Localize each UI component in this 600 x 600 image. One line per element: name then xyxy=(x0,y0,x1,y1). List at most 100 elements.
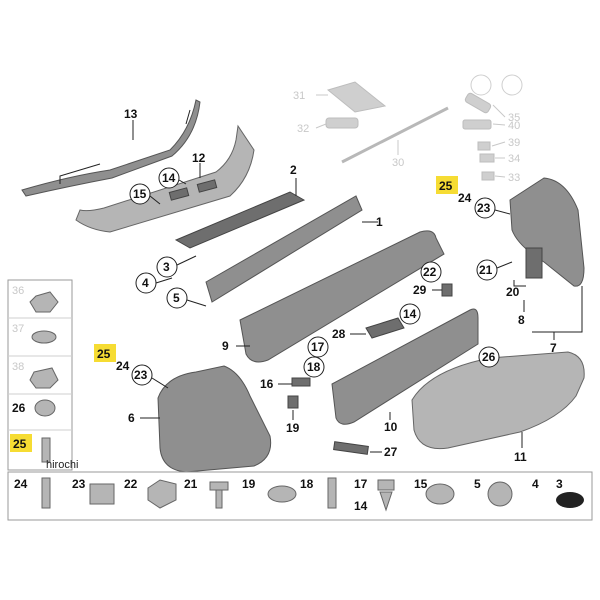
bottom-washer-19 xyxy=(267,485,297,503)
label-12: 12 xyxy=(192,151,206,165)
part-13-rail xyxy=(21,99,201,197)
bottom-clip-23 xyxy=(89,483,115,505)
callout-26-mid xyxy=(478,346,500,368)
label-24-right: 24 xyxy=(458,191,472,205)
part-33-clip xyxy=(481,171,495,181)
label-40: 40 xyxy=(508,120,520,132)
callout-17 xyxy=(307,336,329,358)
label-32: 32 xyxy=(297,123,309,135)
callout-3 xyxy=(156,256,178,278)
part-20-panel xyxy=(525,247,543,279)
faded-parts-group: 31 32 30 35 40 39 34 33 xyxy=(293,74,523,184)
left-column-frame xyxy=(7,279,73,471)
part-11-group: 26 11 xyxy=(411,346,585,464)
label-23-left: 23 xyxy=(134,368,148,382)
bottom-19: 19 xyxy=(242,477,256,491)
label-19: 19 xyxy=(286,421,300,435)
legend-clip-26 xyxy=(34,399,56,417)
bottom-screw-24 xyxy=(41,477,51,509)
part-29-clip xyxy=(441,283,453,297)
legend-screw-25 xyxy=(41,437,51,463)
part-10-group: 10 xyxy=(331,308,479,434)
bottom-24: 24 xyxy=(14,477,28,491)
bottom-14: 14 xyxy=(354,499,368,513)
part-27-group: 27 xyxy=(333,441,398,459)
callouts-3-4-5: 3 4 5 xyxy=(135,255,207,309)
callout-22 xyxy=(420,261,442,283)
watermark: hirochi xyxy=(46,459,78,471)
legend-highlight-25 xyxy=(10,434,32,452)
label-25-left: 25 xyxy=(97,347,111,361)
part-12-group: 12 14 15 xyxy=(75,124,255,233)
part-34-clip xyxy=(479,153,495,163)
bottom-5: 5 xyxy=(474,477,481,491)
part-40-clip xyxy=(462,119,492,130)
part-2-mat xyxy=(174,191,306,249)
part-6-shell xyxy=(157,365,272,473)
bottom-15: 15 xyxy=(414,477,428,491)
part-16-bracket xyxy=(291,377,311,387)
callout-15-upper xyxy=(129,183,151,205)
label-39: 39 xyxy=(508,137,520,149)
part-6-group: 6 25 24 23 xyxy=(94,344,272,473)
label-3: 3 xyxy=(163,260,170,274)
legend-25: 25 xyxy=(13,437,27,451)
faded-circle-a xyxy=(470,74,492,96)
callout-18 xyxy=(303,356,325,378)
part-31-bracket xyxy=(326,81,387,113)
label-13: 13 xyxy=(124,107,138,121)
part-27-strip xyxy=(333,441,369,455)
part-2-group: 2 xyxy=(174,163,306,249)
part-11-cover xyxy=(411,351,585,450)
legend-26: 26 xyxy=(12,401,26,415)
part-19-clip xyxy=(287,395,299,409)
label-21: 21 xyxy=(479,263,493,277)
label-30: 30 xyxy=(392,157,404,169)
highlight-25-right xyxy=(436,176,458,194)
part-9-panel xyxy=(239,230,445,363)
part-12-slot-a xyxy=(168,187,190,201)
callout-23-left xyxy=(131,364,153,386)
label-28: 28 xyxy=(332,327,346,341)
bottom-4: 4 xyxy=(532,477,539,491)
label-26-mid: 26 xyxy=(482,350,496,364)
part-30-rod xyxy=(341,106,449,164)
left-column-legend: 36 37 38 26 25 hirochi xyxy=(7,279,78,471)
label-33: 33 xyxy=(508,172,520,184)
label-5: 5 xyxy=(173,291,180,305)
bottom-21: 21 xyxy=(184,477,198,491)
label-6: 6 xyxy=(128,411,135,425)
label-27: 27 xyxy=(384,445,398,459)
label-8: 8 xyxy=(518,313,525,327)
part-35-clip xyxy=(464,92,492,114)
legend-washer-37 xyxy=(31,330,57,344)
bottom-bolt-21-shank xyxy=(215,489,223,509)
highlight-25-left xyxy=(94,344,116,362)
bottom-clip-17-tip xyxy=(379,491,393,512)
bottom-row-legend: 24 23 22 21 19 18 17 14 15 5 4 3 xyxy=(7,471,593,521)
bottom-nut-22 xyxy=(147,479,177,509)
part-13-group: 13 xyxy=(21,99,201,197)
bottom-clip-17 xyxy=(377,479,395,491)
label-4: 4 xyxy=(142,276,149,290)
part-39-clip xyxy=(477,141,491,151)
bottom-22: 22 xyxy=(124,477,138,491)
label-23-right: 23 xyxy=(477,201,491,215)
bottom-23: 23 xyxy=(72,477,86,491)
label-14-upper: 14 xyxy=(162,171,176,185)
legend-nut-36 xyxy=(29,291,59,313)
callout-21 xyxy=(476,259,498,281)
label-10: 10 xyxy=(384,420,398,434)
faded-circle-b xyxy=(501,74,523,96)
label-18: 18 xyxy=(307,360,321,374)
label-29: 29 xyxy=(413,283,427,297)
label-22: 22 xyxy=(423,265,437,279)
part-1-group: 1 xyxy=(205,195,383,303)
bottom-cap-15 xyxy=(425,483,455,505)
part-7-shell xyxy=(509,177,585,287)
bottom-row-frame xyxy=(7,471,593,521)
callout-14-upper xyxy=(158,167,180,189)
label-2: 2 xyxy=(290,163,297,177)
part-9-group: 9 xyxy=(222,230,445,363)
callout-14-mid xyxy=(399,303,421,325)
